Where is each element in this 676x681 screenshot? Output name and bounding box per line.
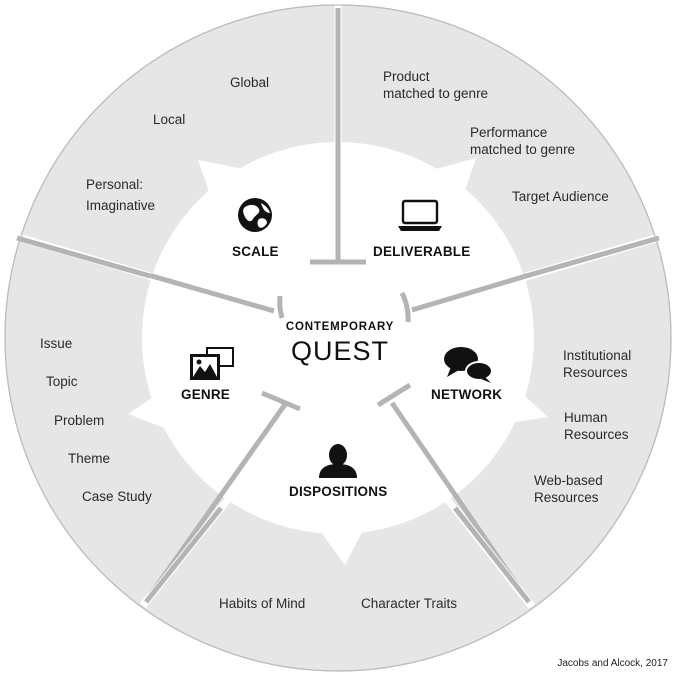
deliverable-item-audience: Target Audience	[512, 189, 609, 204]
scale-item-personal: Personal: Imaginative	[86, 177, 156, 213]
ring-spokes	[16, 8, 660, 604]
dispositions-item-traits: Character Traits	[361, 596, 458, 611]
speech-bubbles-icon	[444, 347, 493, 383]
genre-item-theme: Theme	[68, 451, 111, 466]
arrow-dispositions	[296, 498, 380, 565]
category-deliverable: DELIVERABLE	[373, 244, 471, 259]
network-item-institutional: Institutional Resources	[563, 348, 632, 380]
genre-item-problem: Problem	[54, 413, 105, 428]
scale-item-global: Global	[230, 75, 270, 90]
category-dispositions: DISPOSITIONS	[289, 484, 388, 499]
arc-bottom-right	[376, 382, 412, 408]
arc-right	[399, 291, 411, 323]
arrow-network	[476, 365, 548, 428]
person-icon	[319, 444, 357, 478]
arrow-genre	[128, 368, 196, 440]
category-network: NETWORK	[431, 387, 503, 402]
dispositions-item-habits: Habits of Mind	[219, 596, 306, 611]
ring-spoke-bottom-right	[453, 506, 531, 604]
center-title-top: CONTEMPORARY	[285, 321, 395, 333]
genre-item-case-study: Case Study	[82, 489, 152, 504]
center-title-main: QUEST	[290, 336, 389, 366]
deliverable-item-performance: Performance matched to genre	[470, 125, 576, 157]
scale-item-local: Local	[153, 112, 186, 127]
ring-spoke-bottom-left	[144, 506, 223, 604]
inner-circle	[142, 142, 534, 534]
genre-item-topic: Topic	[46, 374, 78, 389]
genre-item-issue: Issue	[40, 336, 73, 351]
category-genre: GENRE	[181, 387, 231, 402]
network-item-human: Human Resources	[564, 410, 629, 442]
laptop-icon	[398, 199, 442, 231]
ring-spoke-left	[16, 235, 151, 279]
category-scale: SCALE	[232, 244, 279, 259]
outer-edge	[4, 4, 672, 672]
ring-spoke-right	[525, 235, 660, 279]
credit-text: Jacobs and Alcock, 2017	[557, 658, 668, 669]
deliverable-item-product: Product matched to genre	[383, 69, 489, 101]
network-item-web: Web-based Resources	[534, 473, 603, 505]
arc-bottom-left	[261, 390, 301, 412]
globe-icon	[238, 198, 272, 232]
arc-left	[277, 295, 285, 319]
images-icon	[190, 347, 234, 380]
